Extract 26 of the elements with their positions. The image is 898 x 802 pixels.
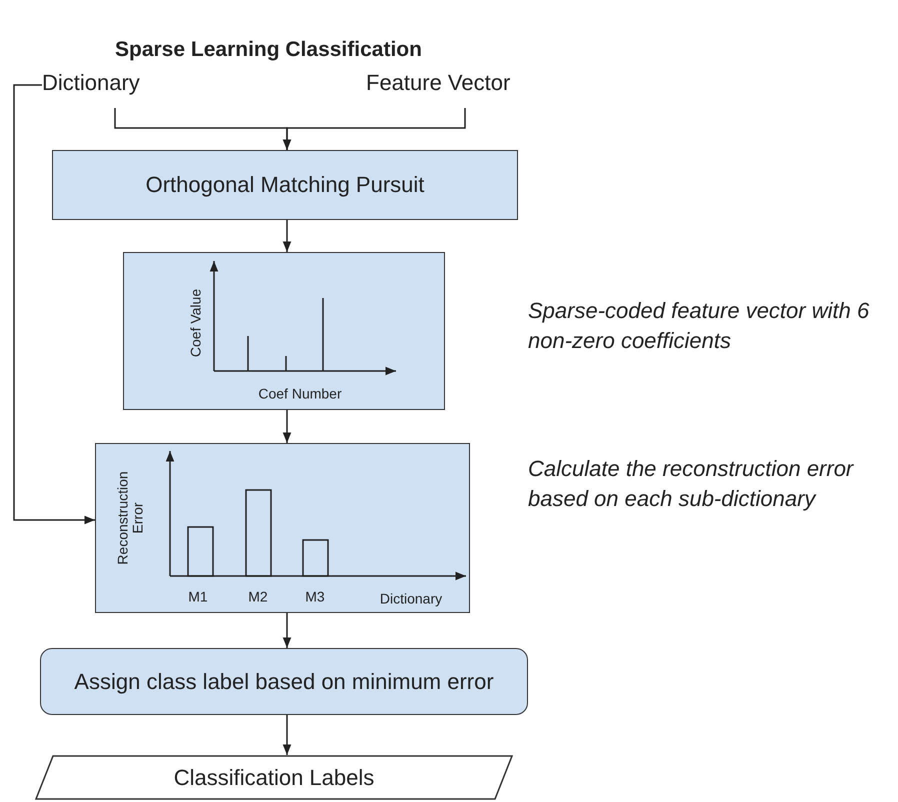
arrow	[13, 84, 95, 524]
arrow	[282, 410, 292, 443]
axis-label: Reconstruction Error	[116, 470, 146, 567]
annotation-text: Sparse-coded feature vector with 6 non-zero coefficients	[528, 297, 870, 355]
axis-label: Coef Value	[188, 288, 204, 358]
category-label: M1	[188, 589, 208, 605]
node-label: Orthogonal Matching Pursuit	[146, 171, 424, 199]
axis-label: Dictionary	[380, 591, 442, 607]
node-label: Assign class label based on minimum error	[74, 668, 494, 696]
arrow	[282, 613, 292, 648]
arrow	[282, 220, 292, 252]
node-label: Classification Labels	[174, 764, 374, 792]
output-parallelogram	[35, 755, 513, 800]
category-label: M3	[305, 589, 325, 605]
arrow	[282, 108, 466, 150]
axis-label: Coef Number	[258, 386, 342, 402]
input-label: Feature Vector	[366, 70, 510, 96]
process-box	[40, 648, 528, 715]
chart-panel	[95, 443, 470, 613]
input-label: Dictionary	[42, 70, 140, 96]
annotation-text: Calculate the reconstruction error based on each sub-dictionary	[528, 455, 855, 513]
diagram-title: Sparse Learning Classification	[115, 38, 422, 62]
arrow	[282, 715, 292, 755]
chart-panel	[123, 252, 445, 410]
category-label: M2	[248, 589, 268, 605]
process-box	[52, 150, 518, 220]
